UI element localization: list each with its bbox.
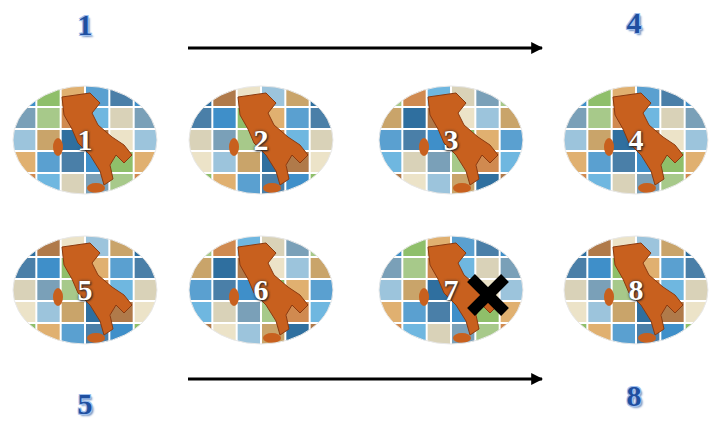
sequence-arrow <box>188 47 542 50</box>
photo-number: 8 <box>563 235 709 345</box>
photo-ellipse: 8 <box>563 235 709 345</box>
photo-ellipse: 5 <box>12 235 158 345</box>
photo-ellipse: 4 <box>563 85 709 195</box>
photo-number: 3 <box>378 85 524 195</box>
photo-ellipse: 6 <box>188 235 334 345</box>
photo-ellipse: 1 <box>12 85 158 195</box>
sequence-number: 8 <box>627 379 642 413</box>
sequence-number: 4 <box>627 6 642 40</box>
photo-number: 4 <box>563 85 709 195</box>
photo-ellipse: 2 <box>188 85 334 195</box>
photo-ellipse: 7 <box>378 235 524 345</box>
photo-number: 7 <box>378 235 524 345</box>
photo-ellipse: 3 <box>378 85 524 195</box>
sequence-number: 1 <box>78 8 93 42</box>
photo-number: 2 <box>188 85 334 195</box>
photo-number: 1 <box>12 85 158 195</box>
sequence-number: 5 <box>78 387 93 421</box>
photo-number: 5 <box>12 235 158 345</box>
photo-number: 6 <box>188 235 334 345</box>
sequence-arrow <box>188 378 542 381</box>
